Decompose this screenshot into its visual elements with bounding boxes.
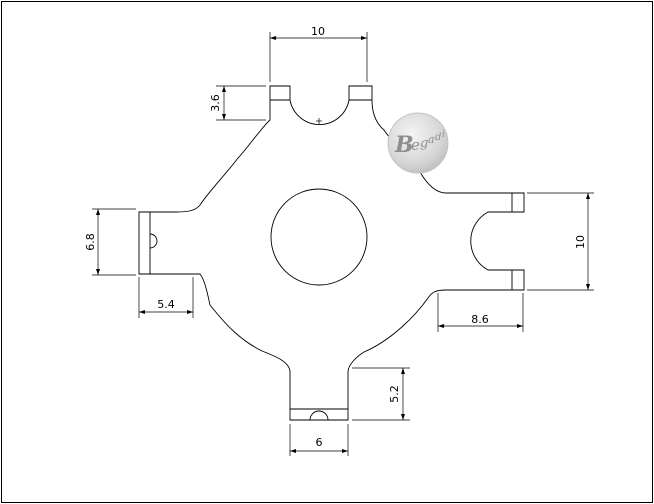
logo-circle [387,112,449,174]
dimension-left-width: 5.4 [138,277,194,318]
svg-text:d: d [435,132,441,143]
dimension-label-top-slot-depth: 3.6 [209,94,222,112]
svg-text:g: g [420,136,428,151]
dimension-label-right-height: 10 [574,235,587,249]
bottom-arm-notch [309,410,329,421]
svg-text:B: B [394,132,414,158]
dimension-label-top-width: 10 [311,25,325,38]
svg-text:i: i [442,130,445,140]
svg-text:a: a [428,133,435,146]
dimension-label-bottom-width: 6 [316,436,323,449]
dimension-left-height: 6.8 [84,208,136,276]
dimension-top-width: 10 [269,25,368,82]
svg-text:e: e [411,136,420,154]
dimension-label-bottom-depth: 5.2 [388,385,401,403]
left-arm-notch [149,233,158,249]
dimension-top-slot-depth: 3.6 [209,85,266,121]
part-outline [138,85,525,421]
dimension-right-width: 8.6 [437,293,524,332]
dimension-label-left-width: 5.4 [157,298,175,311]
center-hole [270,188,368,286]
dimension-right-height: 10 [527,192,594,291]
dimension-label-left-height: 6.8 [84,233,97,251]
dimension-bottom-depth: 5.2 [352,367,410,421]
dimension-bottom-width: 6 [289,424,349,456]
dimension-label-right-width: 8.6 [471,313,489,326]
begadi-logo: B e g a d i [387,112,449,174]
